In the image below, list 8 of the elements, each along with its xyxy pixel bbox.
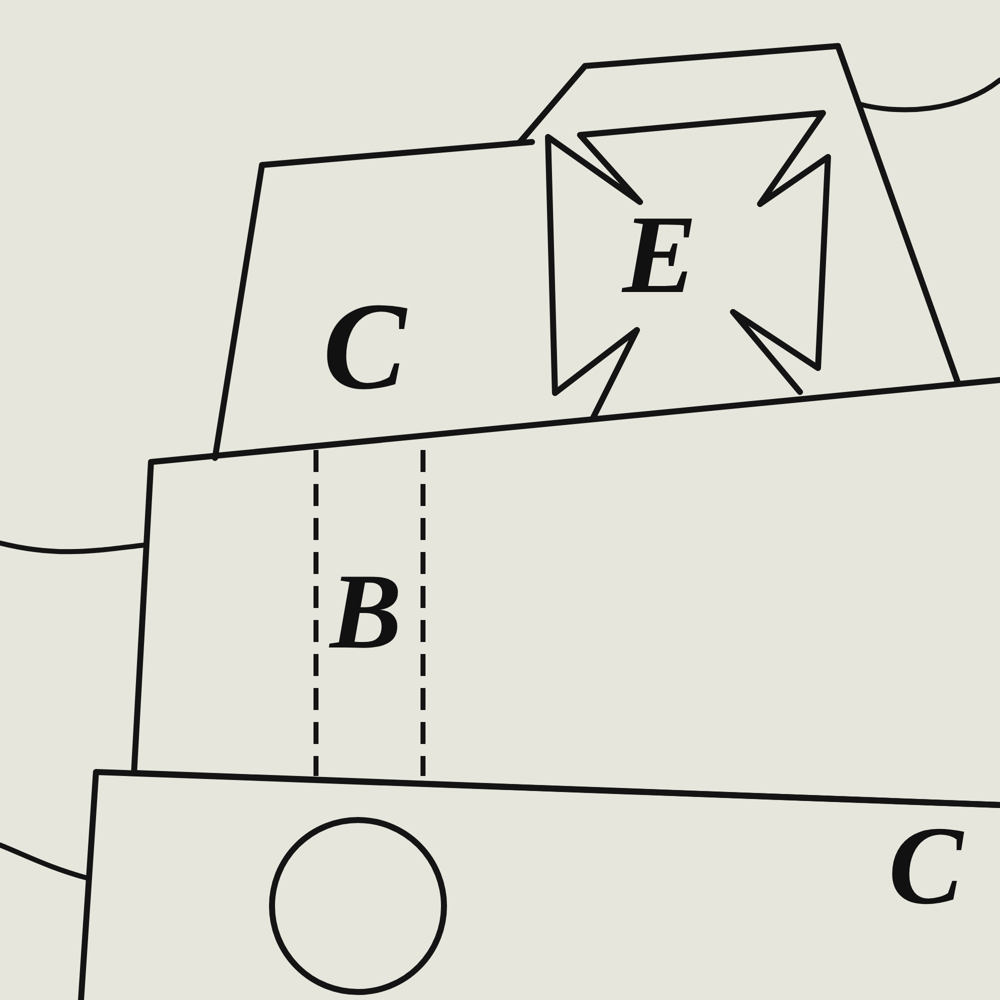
trapezoid-block <box>210 138 536 462</box>
connecting-line <box>0 842 90 880</box>
circle-outline <box>269 817 447 995</box>
part-letter: C <box>887 824 965 908</box>
part-letter: E <box>620 213 698 297</box>
part-letter: B <box>328 572 403 652</box>
rectangular-block <box>77 768 1000 1000</box>
part-letter: C <box>322 301 408 395</box>
